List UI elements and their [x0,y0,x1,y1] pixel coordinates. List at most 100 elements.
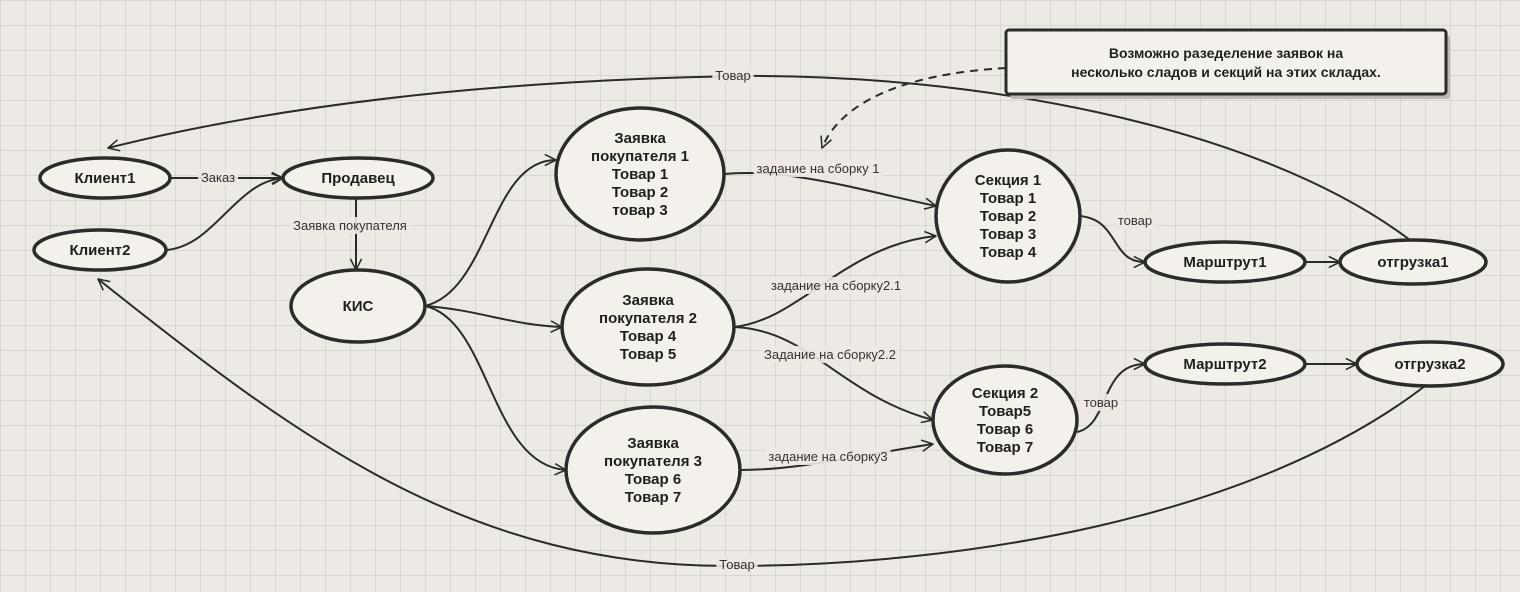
note-line-1: Возможно разеделение заявок на [1109,45,1343,61]
node-text-line: Секция 1 [975,172,1041,189]
node-route1[interactable]: Марштрут1 [1143,240,1307,284]
node-shape [1338,238,1488,286]
node-shape [281,156,435,200]
node-client2[interactable]: Клиент2 [32,228,168,272]
edge-label: задание на сборку2.1 [767,277,905,294]
node-route2[interactable]: Марштрут2 [1143,342,1307,386]
edge-label-text: задание на сборку3 [768,449,887,464]
node-text-line: Товар 7 [977,439,1033,456]
node-text-line: покупателя 1 [591,148,689,165]
edge-kis-order2[interactable] [424,305,563,333]
edge-line [165,172,284,251]
node-text-line: отгрузка1 [1377,254,1448,271]
edge-client1-seller[interactable]: Заказ [170,169,284,186]
edge-line [1079,215,1146,269]
node-shape [554,106,726,242]
node-text-line: Клиент2 [70,242,131,259]
node-text-line: Товар 4 [980,244,1037,261]
edge-order3-section2[interactable]: задание на сборку3 [739,439,934,471]
edge-label: Заявка покупателя [290,217,410,234]
node-text-line: Заявка [614,130,666,147]
edge-kis-order3[interactable] [424,305,567,476]
node-shape [38,156,172,200]
edge-client2-seller[interactable] [165,172,284,251]
edge-label: товар [1080,394,1122,411]
edge-label-text: товар [1084,395,1118,410]
edge-label: задание на сборку3 [765,448,891,465]
edge-order2-section1[interactable]: задание на сборку2.1 [733,230,937,328]
edge-label: задание на сборку 1 [753,160,883,177]
node-client1[interactable]: Клиент1 [38,156,172,200]
node-text-line: Заявка [622,292,674,309]
node-ship1[interactable]: отгрузка1 [1338,238,1488,286]
edge-label-text: задание на сборку2.1 [771,278,901,293]
edge-label: Заказ [197,169,239,186]
edge-line [733,326,934,424]
edge-ship2-client2[interactable]: Товар [97,278,1426,573]
edge-section1-route1[interactable]: товар [1079,212,1156,269]
node-text-line: покупателя 2 [599,310,697,327]
node-text-line: товар 3 [612,202,667,219]
node-shape [564,405,742,535]
edge-section2-route2[interactable]: товар [1076,357,1146,433]
edge-seller-kis[interactable]: Заявка покупателя [290,198,410,271]
edge-line [723,172,937,210]
edge-label-text: Товар [719,557,754,572]
node-text-line: Товар 1 [980,190,1036,207]
edge-ship1-client1[interactable]: Товар [107,67,1411,241]
edge-label-text: Заказ [201,170,235,185]
node-text-line: отгрузка2 [1394,356,1465,373]
edge-note-section1[interactable] [820,67,1007,149]
node-shape [1355,340,1505,388]
edge-label-text: Товар [715,68,750,83]
edge-line [424,305,567,476]
node-text-line: покупателя 3 [604,453,702,470]
edge-line [107,74,1411,241]
node-shape [934,148,1082,284]
node-shape [32,228,168,272]
edge-label-text: Заявка покупателя [293,218,407,233]
node-text-line: Заявка [627,435,679,452]
nodes-layer: Клиент1Клиент2ПродавецКИСЗаявкапокупател… [32,106,1505,535]
edge-label: товар [1114,212,1156,229]
node-text-line: Товар 2 [612,184,668,201]
node-kis[interactable]: КИС [289,268,427,344]
edge-order1-section1[interactable]: задание на сборку 1 [723,160,937,210]
edge-label-text: товар [1118,213,1152,228]
node-shape [560,267,736,387]
node-text-line: Товар5 [979,403,1031,420]
node-text-line: Продавец [321,170,395,187]
edge-label: Задание на сборку2.2 [760,346,900,363]
node-text-line: Товар 7 [625,489,681,506]
node-text-line: Клиент1 [75,170,136,187]
edge-order2-section2[interactable]: Задание на сборку2.2 [733,326,934,424]
node-shape [931,364,1079,476]
node-text-line: Марштрут2 [1183,356,1266,373]
node-text-line: Товар 6 [625,471,681,488]
node-ship2[interactable]: отгрузка2 [1355,340,1505,388]
node-text-line: Товар 1 [612,166,668,183]
node-text-line: Товар 3 [980,226,1036,243]
edge-line [820,67,1007,149]
note-line-2: несколько сладов и секций на этих склада… [1071,64,1381,80]
edge-label: Товар [712,67,754,84]
edge-label-text: Задание на сборку2.2 [764,347,896,362]
node-text-line: Марштрут1 [1183,254,1266,271]
edge-line [424,305,563,333]
edge-label-text: задание на сборку 1 [757,161,880,176]
node-shape [289,268,427,344]
node-shape [1143,342,1307,386]
edge-kis-order1[interactable] [424,153,557,307]
node-seller[interactable]: Продавец [281,156,435,200]
node-text-line: Секция 2 [972,385,1038,402]
node-text-line: Товар 2 [980,208,1036,225]
node-text-line: КИС [343,298,374,315]
node-text-line: Товар 4 [620,328,677,345]
note-callout[interactable]: Возможно разеделение заявок на несколько… [1004,28,1450,99]
